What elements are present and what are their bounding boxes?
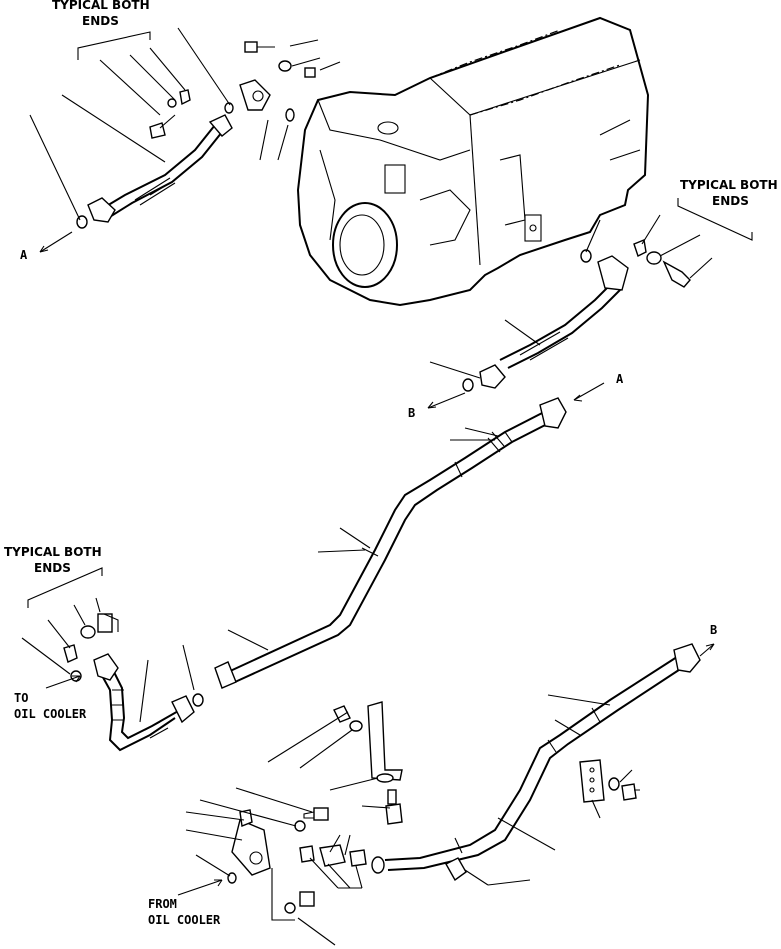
to-oil-cooler-label-line1: TO [14, 691, 28, 705]
upper-left-leader-lines [29, 27, 341, 253]
diagram-labels: TYPICAL BOTH ENDS TYPICAL BOTH ENDS TYPI… [4, 0, 778, 927]
lower-left-hose-assembly [63, 613, 204, 752]
from-oil-cooler-label-line2: OIL COOLER [148, 913, 221, 927]
from-oil-cooler-label-line1: FROM [148, 897, 177, 911]
right-leader-lines [427, 198, 753, 409]
typical-both-ends-label-left-line1: TYPICAL BOTH [4, 545, 102, 559]
to-oil-cooler-label-line2: OIL COOLER [14, 707, 87, 721]
middle-tube [214, 397, 567, 689]
typical-both-ends-label-top-line1: TYPICAL BOTH [52, 0, 150, 12]
right-hose-assembly [462, 239, 691, 392]
typical-both-ends-label-right-line1: TYPICAL BOTH [680, 178, 778, 192]
reference-a-left: A [20, 248, 28, 262]
typical-both-ends-label-right-line2: ENDS [712, 194, 749, 208]
typical-both-ends-label-top-line2: ENDS [82, 14, 119, 28]
bottom-assembly [227, 643, 701, 914]
middle-leader-lines [227, 427, 499, 651]
reference-b-right: B [710, 623, 717, 637]
typical-both-ends-label-left-line2: ENDS [34, 561, 71, 575]
lower-left-leader-lines [21, 567, 195, 723]
upper-left-hose-assembly [76, 41, 316, 229]
transmission-housing [296, 16, 650, 307]
reference-b-left: B [408, 406, 415, 420]
bottom-leader-lines [177, 643, 715, 946]
reference-a-right: A [616, 372, 624, 386]
